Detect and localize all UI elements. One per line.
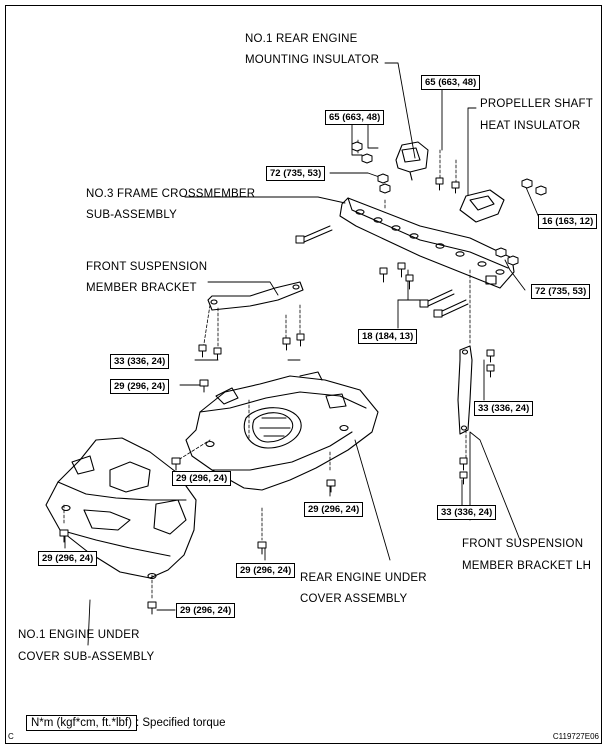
propeller-heat-insulator-shape: [459, 189, 505, 223]
bolt-icon: [459, 471, 468, 485]
front-suspension-bracket-lh-shape: [457, 345, 473, 435]
leader-lines: [64, 62, 541, 646]
legend-unit-box: N*m (kgf*cm, ft.*lbf): [26, 715, 137, 731]
nut-icon: [507, 255, 519, 266]
figure-code: C119727E06: [552, 732, 599, 741]
rear-engine-mount-shape: [395, 141, 429, 181]
no1-engine-under-cover-shape: [45, 437, 197, 580]
nut-icon: [351, 141, 363, 152]
long-bolt-icon: [419, 289, 455, 308]
torque-spec: 29 (296, 24): [110, 379, 170, 394]
torque-spec: 33 (336, 24): [110, 354, 170, 369]
torque-spec: 29 (296, 24): [236, 563, 296, 578]
label-rear-under-cover-line1: REAR ENGINE UNDER: [300, 572, 427, 584]
nut-icon: [361, 153, 373, 164]
bolt-icon: [282, 337, 291, 351]
torque-spec: 72 (735, 53): [531, 284, 591, 299]
bolt-icon: [59, 529, 69, 543]
label-front-suspension-line2: MEMBER BRACKET: [86, 282, 197, 294]
nut-icon: [379, 183, 391, 194]
bolt-icon: [296, 333, 305, 347]
nut-icon: [377, 173, 389, 184]
bolt-icon: [405, 274, 414, 290]
label-rear-engine-mount-line2: MOUNTING INSULATOR: [245, 54, 380, 66]
bolt-icon: [486, 349, 495, 363]
bolt-icon: [147, 601, 157, 615]
long-bolt-icon: [295, 225, 333, 244]
label-rear-engine-mount-line1: NO.1 REAR ENGINE: [245, 33, 358, 45]
bolt-icon: [451, 181, 460, 194]
label-front-suspension-lh-line2: MEMBER BRACKET LH: [462, 560, 592, 572]
torque-spec: 29 (296, 24): [38, 551, 98, 566]
frame-crossmember-shape: [339, 197, 515, 289]
torque-spec: 65 (663, 48): [421, 75, 481, 90]
bolt-icon: [171, 457, 181, 471]
label-frame-crossmember-line1: NO.3 FRAME CROSSMEMBER: [86, 188, 256, 200]
label-propeller-shaft-line1: PROPELLER SHAFT: [480, 98, 593, 110]
bolt-icon: [379, 267, 388, 283]
label-no1-under-cover-line2: COVER SUB-ASSEMBLY: [18, 651, 155, 663]
label-front-suspension-line1: FRONT SUSPENSION: [86, 261, 208, 273]
torque-spec: 29 (296, 24): [304, 502, 364, 517]
label-front-suspension-lh-line1: FRONT SUSPENSION: [462, 538, 584, 550]
label-no1-under-cover-line1: NO.1 ENGINE UNDER: [18, 629, 140, 641]
bolt-icon: [213, 347, 222, 361]
torque-spec: 33 (336, 24): [437, 505, 497, 520]
fasteners: [59, 141, 547, 615]
torque-spec: 16 (163, 12): [538, 214, 598, 229]
torque-spec: 72 (735, 53): [266, 166, 326, 181]
bolt-icon: [397, 262, 406, 278]
torque-spec: 33 (336, 24): [474, 401, 534, 416]
bolt-icon: [486, 364, 495, 378]
front-suspension-bracket-shape: [207, 281, 304, 311]
bolt-icon: [326, 479, 336, 493]
torque-spec: 29 (296, 24): [172, 471, 232, 486]
bolt-icon: [435, 177, 444, 191]
nut-icon: [495, 247, 507, 258]
torque-spec: 29 (296, 24): [176, 603, 236, 618]
long-bolt-icon: [433, 299, 469, 318]
legend-description: : Specified torque: [136, 717, 226, 729]
bolt-icon: [257, 541, 267, 555]
label-frame-crossmember-line2: SUB-ASSEMBLY: [86, 209, 178, 221]
nut-icon: [535, 185, 547, 196]
rear-engine-under-cover-shape: [185, 371, 379, 491]
bolt-icon: [459, 457, 468, 471]
bolt-icon: [199, 379, 209, 393]
label-propeller-shaft-line2: HEAT INSULATOR: [480, 120, 581, 132]
torque-spec: 18 (184, 13): [358, 329, 418, 344]
torque-spec: 65 (663, 48): [325, 110, 385, 125]
bolt-icon: [198, 344, 207, 358]
corner-letter: C: [8, 732, 14, 741]
diagram-frame: [5, 5, 602, 744]
nut-icon: [521, 178, 533, 189]
label-rear-under-cover-line2: COVER ASSEMBLY: [300, 593, 408, 605]
